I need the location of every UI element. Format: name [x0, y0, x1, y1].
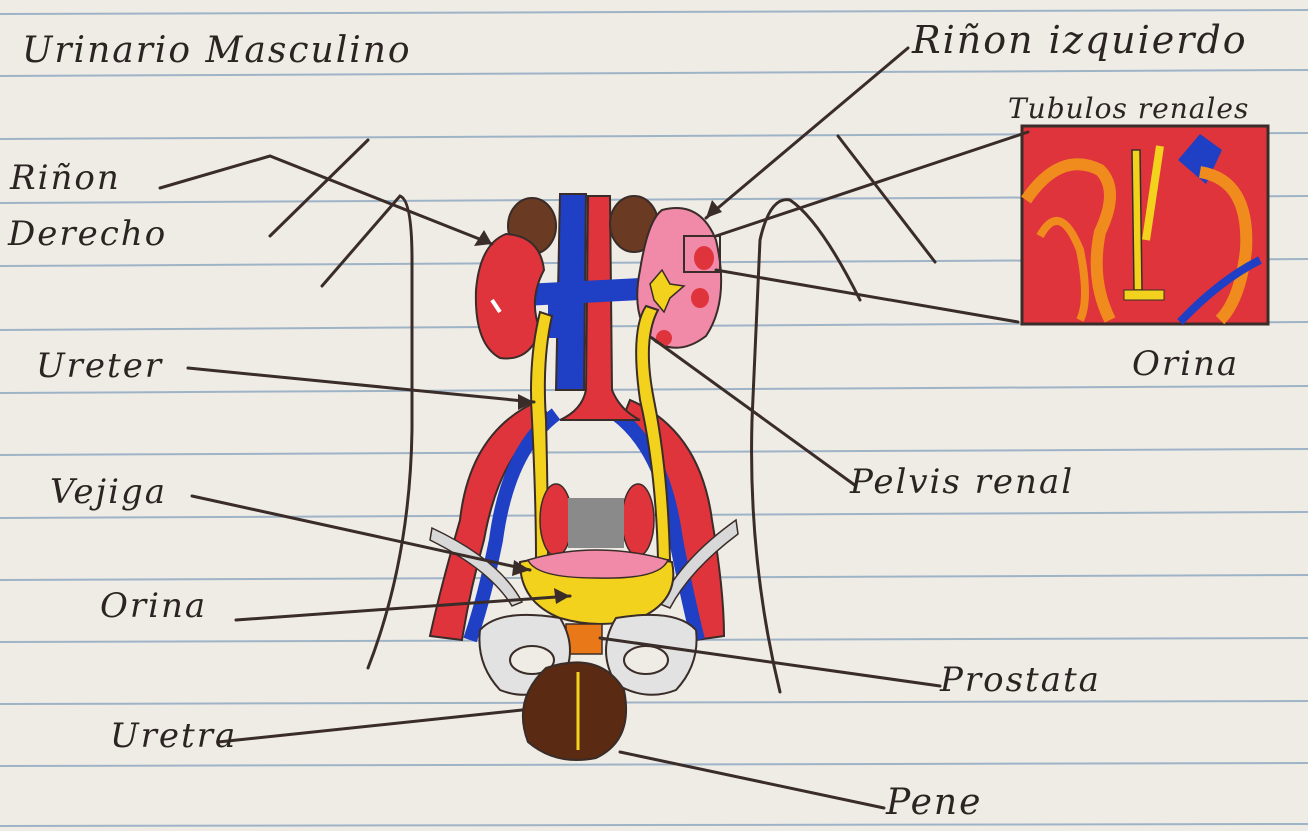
label-pene: Pene — [886, 782, 982, 823]
label-tubulos-renales: Tubulos renales — [1008, 92, 1249, 125]
diagram-title: Urinario Masculino — [22, 30, 412, 71]
label-prostata: Prostata — [940, 660, 1101, 700]
label-ureter: Ureter — [36, 346, 163, 386]
tubulos-inset — [1022, 126, 1268, 324]
label-orina-inset: Orina — [1132, 344, 1239, 384]
label-rinon-derecho-line1: Riñon — [10, 158, 121, 198]
label-rinon-izquierdo: Riñon izquierdo — [912, 18, 1248, 62]
label-vejiga: Vejiga — [50, 472, 167, 512]
label-orina-bladder: Orina — [100, 586, 207, 626]
label-pelvis-renal: Pelvis renal — [850, 462, 1074, 502]
label-uretra: Uretra — [110, 716, 237, 756]
label-rinon-derecho-line2: Derecho — [8, 214, 167, 254]
penis — [523, 662, 626, 760]
